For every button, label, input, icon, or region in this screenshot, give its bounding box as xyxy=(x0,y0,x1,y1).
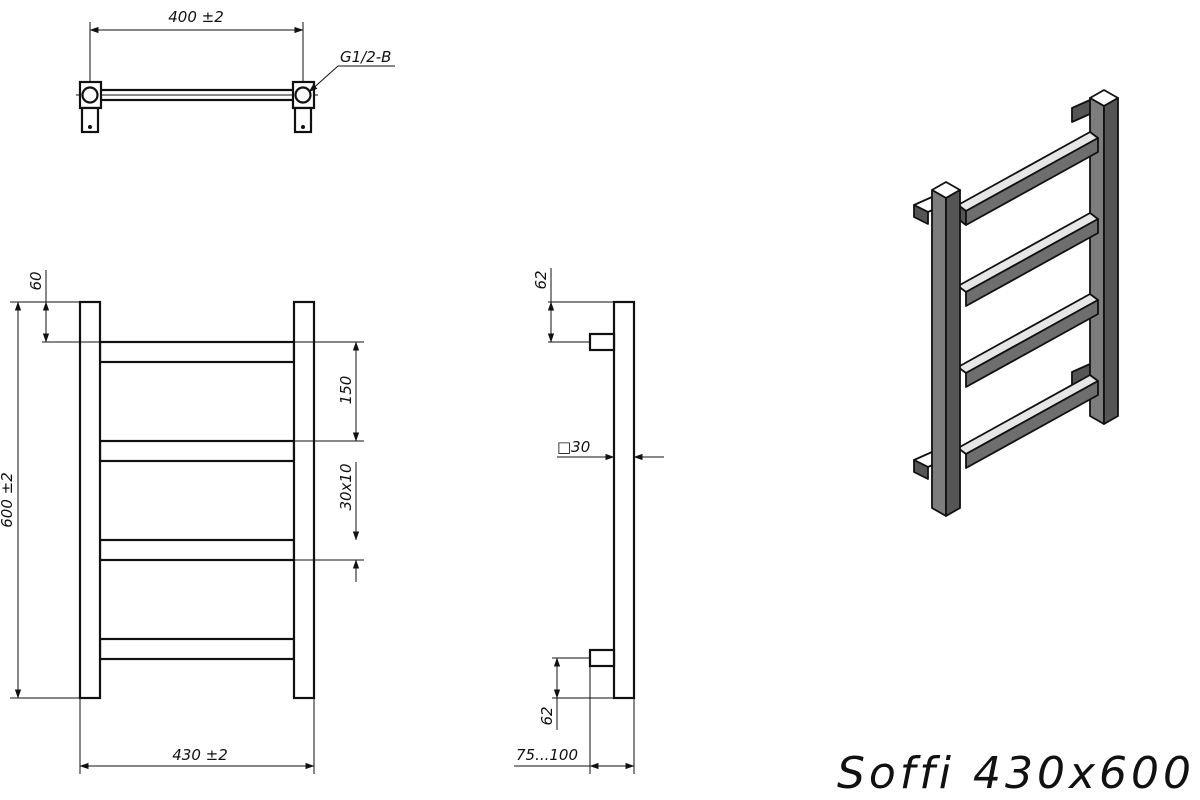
top-view: 400 ±2 G1/2-B xyxy=(76,8,395,134)
side-bottom-offset-label: 62 xyxy=(538,706,556,725)
right-upright xyxy=(292,300,316,700)
left-thread-circle xyxy=(81,86,99,104)
right-upright-side xyxy=(1103,97,1119,425)
side-top-offset-label: 62 xyxy=(532,270,550,289)
side-view: 62 □30 62 75...100 xyxy=(514,268,664,774)
front-width-label: 430 ±2 xyxy=(172,746,228,764)
left-screw-hole xyxy=(88,125,92,129)
iso-bar-3-front xyxy=(965,299,1099,388)
towel-bar-2 xyxy=(98,439,296,463)
towel-bar-3 xyxy=(98,538,296,562)
left-upright-side xyxy=(945,189,961,517)
thread-leader xyxy=(308,65,339,93)
product-title: Soffi 430x600 xyxy=(837,748,1195,799)
iso-bar-4-top xyxy=(957,374,1099,455)
depth-label: 75...100 xyxy=(516,746,578,764)
iso-bar-2-front xyxy=(965,218,1099,307)
wall-stub-front-top xyxy=(913,204,929,225)
isometric-view xyxy=(913,89,1119,517)
iso-bar-1-top xyxy=(957,131,1099,212)
towel-bar-4 xyxy=(98,637,296,661)
thread-label: G1/2-B xyxy=(340,48,391,66)
left-upright xyxy=(78,300,102,700)
right-screw-hole xyxy=(301,125,305,129)
iso-bar-4-front xyxy=(965,380,1099,469)
side-upright xyxy=(612,300,636,700)
top-wall-stub xyxy=(588,332,616,352)
front-view: 600 ±2 60 150 30x10 430 ±2 xyxy=(0,270,364,774)
left-wall-bracket xyxy=(80,106,100,134)
iso-bar-2-top xyxy=(957,212,1099,293)
right-wall-bracket xyxy=(293,106,313,134)
bottom-wall-stub xyxy=(588,648,616,668)
height-label: 600 ±2 xyxy=(0,472,16,528)
top-offset-label: 60 xyxy=(27,271,45,290)
wall-stub-rear-top xyxy=(1071,99,1091,123)
right-thread-circle xyxy=(294,86,312,104)
top-width-label: 400 ±2 xyxy=(168,8,224,26)
bar-section-label: 30x10 xyxy=(337,463,355,510)
left-upright-front xyxy=(931,189,947,517)
wall-stub-front-bottom xyxy=(913,459,929,480)
profile-label: □30 xyxy=(557,438,590,456)
towel-bar-1 xyxy=(98,340,296,364)
iso-bar-1-front xyxy=(965,137,1099,226)
spacing-label: 150 xyxy=(337,376,355,405)
iso-bar-3-top xyxy=(957,293,1099,374)
